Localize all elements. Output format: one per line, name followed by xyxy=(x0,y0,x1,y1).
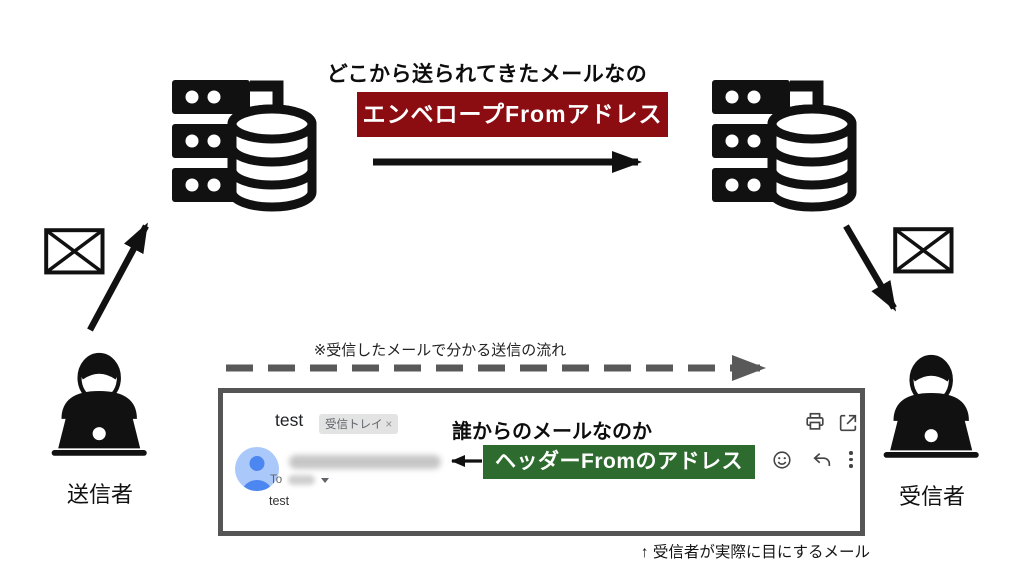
email-body-text: test xyxy=(269,494,290,508)
incoming-mail-icon xyxy=(893,227,954,274)
header-from-label: ヘッダーFromのアドレス xyxy=(483,445,755,479)
points-to-address-arrow xyxy=(451,455,482,467)
receiving-server-icon xyxy=(712,80,852,207)
receiver-person-icon xyxy=(884,357,979,458)
sender-to-server-arrow xyxy=(87,222,149,332)
header-question-text: 誰からのメールなのか xyxy=(452,421,652,443)
sending-server-icon xyxy=(172,80,312,207)
inbox-tag-label: 受信トレイ xyxy=(325,419,383,431)
to-label: To xyxy=(270,474,283,486)
emoji-reaction-icon[interactable] xyxy=(771,449,793,471)
more-options-icon[interactable] xyxy=(848,451,854,468)
server-to-receiver-arrow xyxy=(843,224,897,312)
show-details-caret-icon[interactable] xyxy=(321,477,330,483)
envelope-from-label: エンベロープFromアドレス xyxy=(357,92,668,137)
blurred-from-address xyxy=(289,455,441,469)
inbox-tag-close-icon[interactable]: × xyxy=(385,419,393,431)
flow-note-text: ※受信したメールで分かる送信の流れ xyxy=(313,342,567,359)
to-row: To xyxy=(270,473,330,487)
receiver-label: 受信者 xyxy=(898,484,965,509)
email-subject: test xyxy=(275,410,304,430)
inbox-tag: 受信トレイ× xyxy=(319,414,399,434)
reply-icon[interactable] xyxy=(811,449,833,471)
sender-label: 送信者 xyxy=(66,482,133,507)
print-icon[interactable] xyxy=(804,411,826,433)
bottom-note-text: ↑ 受信者が実際に目にするメール xyxy=(640,544,870,561)
open-in-new-icon[interactable] xyxy=(837,412,859,434)
outgoing-mail-icon xyxy=(44,228,105,275)
sender-avatar xyxy=(235,447,279,491)
sender-person-icon xyxy=(52,355,147,456)
blurred-to-address xyxy=(288,475,316,485)
